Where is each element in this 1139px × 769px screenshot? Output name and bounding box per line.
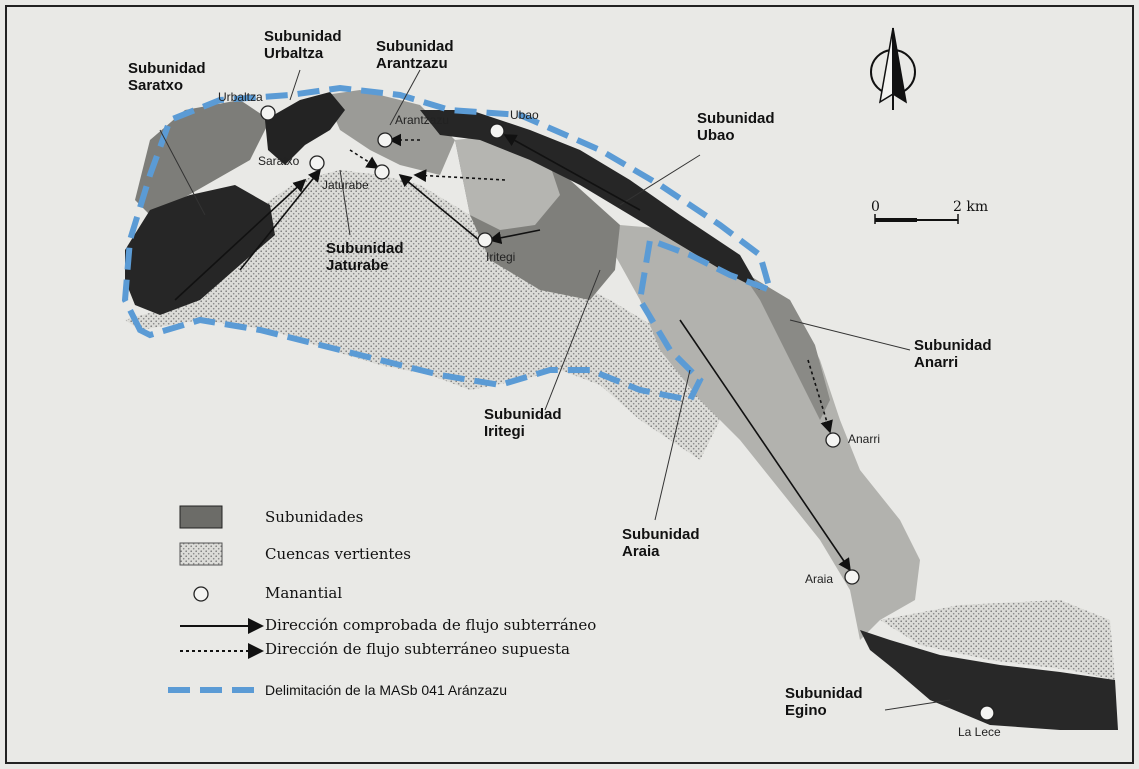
scale-label-end: 2 km: [953, 199, 989, 215]
scale-bar: [874, 214, 959, 224]
subunit-urbaltza-dark: [265, 92, 345, 165]
legend-subunit-swatch: [179, 505, 223, 529]
label-subunidad-araia: Subunidad Araia: [622, 526, 700, 560]
subunit-anarri-mid: [740, 270, 830, 420]
catchment-area: [125, 170, 720, 460]
subunit-saratxo-dark: [125, 185, 275, 315]
label-subunidad-jaturabe: Subunidad Jaturabe: [326, 240, 404, 274]
label-subunidad-egino: Subunidad Egino: [785, 685, 863, 719]
label-subunidad-saratxo: Subunidad Saratxo: [128, 60, 206, 94]
spring-la-lece: [979, 705, 995, 721]
spring-urbaltza: [260, 105, 276, 121]
subunit-araia-anarri: [615, 225, 920, 640]
spring-iritegi: [477, 232, 493, 248]
proven-flow-arrows: [174, 134, 851, 572]
spring-ubao: [489, 123, 505, 139]
label-spring-araia: Araia: [805, 572, 834, 586]
legend-flujo-supuesto: Dirección de flujo subterráneo supuesta: [265, 640, 570, 658]
label-subunidad-urbaltza: Subunidad Urbaltza: [264, 28, 342, 62]
label-spring-jaturabe: Jaturabe: [322, 178, 369, 192]
label-spring-saratxo: Saratxo: [258, 154, 300, 168]
label-leader-lines: [159, 69, 951, 711]
legend-delimitacion: Delimitación de la MASb 041 Aránzazu: [265, 682, 508, 698]
scale-label-start: 0: [871, 199, 880, 215]
label-spring-anarri: Anarri: [848, 432, 881, 446]
label-spring-iritegi: Iritegi: [486, 250, 516, 264]
spring-araia: [844, 569, 860, 585]
legend-manantial: Manantial: [265, 584, 343, 602]
legend-symbols: [168, 505, 264, 693]
subunit-egino-dark: [860, 630, 1118, 730]
label-spring-urbaltza: Urbaltza: [218, 90, 263, 104]
label-spring-arantzazu: Arantzazu: [395, 113, 450, 127]
supposed-flow-arrows: [349, 133, 833, 434]
spring-anarri: [825, 432, 841, 448]
label-subunidad-iritegi: Subunidad Iritegi: [484, 406, 562, 440]
spring-arantzazu: [377, 132, 393, 148]
label-spring-ubao: Ubao: [510, 108, 539, 122]
spring-jaturabe: [374, 164, 390, 180]
catchment-egino: [880, 600, 1115, 680]
spring-saratxo: [309, 155, 325, 171]
legend-flujo-comprobado: Dirección comprobada de flujo subterráne…: [265, 616, 597, 634]
legend-catchment-swatch: [179, 542, 223, 566]
label-subunidad-arantzazu: Subunidad Arantzazu: [376, 38, 454, 72]
springs: [260, 105, 995, 721]
masb-boundary: [121, 84, 775, 404]
legend-cuencas: Cuencas vertientes: [265, 545, 411, 563]
legend-subunidades: Subunidades: [265, 508, 364, 526]
legend-spring-icon: [193, 586, 209, 602]
label-subunidad-anarri: Subunidad Anarri: [914, 337, 992, 371]
north-arrow-icon: [870, 27, 916, 110]
label-subunidad-ubao: Subunidad Ubao: [697, 110, 775, 144]
label-spring-la-lece: La Lece: [958, 725, 1001, 739]
